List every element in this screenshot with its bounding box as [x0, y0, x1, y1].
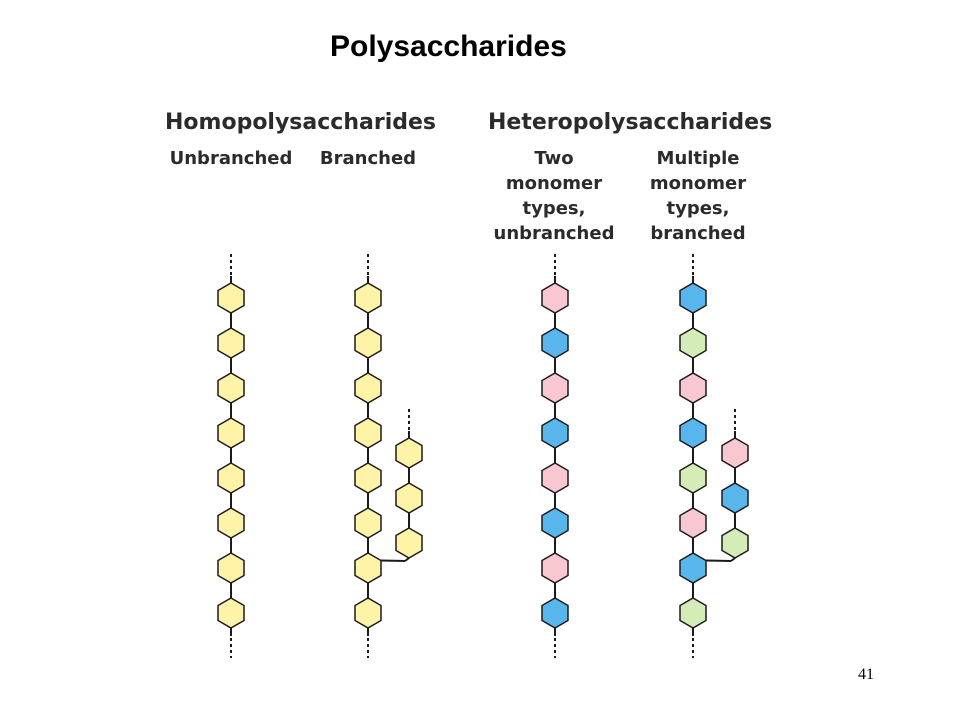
slide-title: Polysaccharides	[330, 30, 567, 63]
header-multiple-monomer-types: Multiple monomer types, branched	[649, 148, 747, 244]
branch-link	[730, 557, 736, 562]
residue-blue	[541, 507, 569, 539]
residue-yellow	[217, 417, 245, 449]
residue-yellow	[217, 327, 245, 359]
residue-yellow	[354, 552, 382, 584]
residue-blue	[679, 552, 707, 584]
residue-pink	[541, 282, 569, 314]
branch-residue-pink	[721, 437, 749, 469]
branch-residue-blue	[721, 482, 749, 514]
residue-blue	[679, 282, 707, 314]
residue-yellow	[354, 597, 382, 629]
branch-residue-green	[721, 527, 749, 559]
residue-blue	[679, 417, 707, 449]
residue-pink	[541, 372, 569, 404]
residue-green	[679, 597, 707, 629]
branch-link	[404, 557, 410, 562]
residue-yellow	[354, 372, 382, 404]
residue-yellow	[354, 417, 382, 449]
residue-yellow	[217, 282, 245, 314]
header-heteropolysaccharides: Heteropolysaccharides	[488, 110, 773, 135]
residue-pink	[541, 462, 569, 494]
residue-green	[679, 462, 707, 494]
header-unbranched: Unbranched	[169, 148, 293, 169]
residue-yellow	[217, 597, 245, 629]
residue-yellow	[354, 462, 382, 494]
residue-pink	[679, 507, 707, 539]
residue-pink	[541, 552, 569, 584]
page-number: 41	[858, 666, 874, 683]
header-branched: Branched	[319, 148, 417, 169]
residue-yellow	[354, 282, 382, 314]
residue-yellow	[354, 507, 382, 539]
residue-yellow	[217, 552, 245, 584]
residue-blue	[541, 597, 569, 629]
residue-yellow	[217, 372, 245, 404]
residue-blue	[541, 327, 569, 359]
residue-pink	[679, 372, 707, 404]
residue-yellow	[354, 327, 382, 359]
residue-yellow	[217, 462, 245, 494]
header-homopolysaccharides: Homopolysaccharides	[165, 110, 436, 135]
branch-residue-yellow	[395, 437, 423, 469]
branch-link	[381, 559, 406, 562]
branch-link	[706, 559, 732, 562]
residue-yellow	[217, 507, 245, 539]
residue-green	[679, 327, 707, 359]
branch-residue-yellow	[395, 482, 423, 514]
residue-blue	[541, 417, 569, 449]
branch-residue-yellow	[395, 527, 423, 559]
header-two-monomer-types: Two monomer types, unbranched	[493, 148, 615, 244]
